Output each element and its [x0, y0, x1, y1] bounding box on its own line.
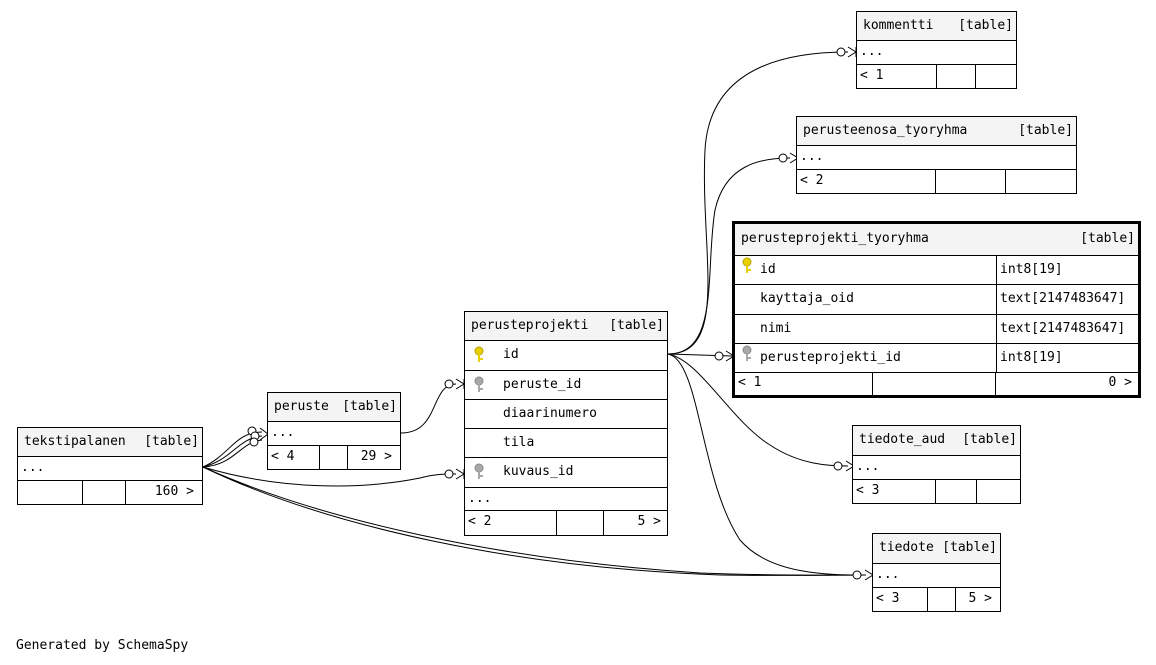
footer-right: 0 > [1108, 375, 1132, 390]
table-row: ... [800, 149, 824, 164]
table-name: tiedote [879, 540, 934, 555]
table-name: perusteprojekti [471, 318, 589, 333]
column-name: id [503, 347, 519, 362]
crows-foot [455, 468, 465, 480]
edge-kommentti [667, 51, 849, 355]
edge-end-circle [714, 351, 724, 361]
table-perusteenosa-tyoryhma[interactable]: perusteenosa_tyoryhma [table] ... < 2 [796, 116, 1077, 194]
column-type: text[2147483647] [1000, 291, 1126, 306]
foreign-key-icon [473, 375, 485, 404]
footer-left: < 3 [876, 591, 900, 606]
column-type: int8[19] [1000, 350, 1063, 365]
edge-end-circle [249, 437, 259, 447]
edge-end-circle [833, 461, 843, 471]
table-row: ... [271, 425, 295, 440]
table-type: [table] [1080, 231, 1135, 246]
table-type: [table] [1018, 123, 1073, 138]
edge-end-circle [778, 153, 788, 163]
column-name: perusteprojekti_id [760, 350, 901, 365]
footer-right: 160 > [154, 484, 194, 499]
column-name: kuvaus_id [503, 464, 574, 479]
edge-tiedote-aud [667, 353, 849, 467]
table-type: [table] [609, 318, 664, 333]
edge-end-circle [836, 47, 846, 57]
table-tekstipalanen[interactable]: tekstipalanen [table] ... 160 > [17, 427, 203, 505]
table-name: perusteprojekti_tyoryhma [741, 231, 929, 246]
table-row: ... [856, 459, 880, 474]
column-name: id [760, 262, 776, 277]
column-name: diaarinumero [503, 406, 597, 421]
footer-left: < 2 [468, 514, 492, 529]
column-name: peruste_id [503, 377, 582, 392]
table-name: kommentti [863, 18, 934, 33]
table-name: perusteenosa_tyoryhma [803, 123, 968, 138]
table-row: ... [21, 460, 45, 475]
primary-key-icon [741, 256, 753, 285]
column-name: ... [468, 491, 492, 506]
table-tiedote-aud[interactable]: tiedote_aud [table] ... < 3 [852, 425, 1021, 504]
column-name: nimi [760, 321, 792, 336]
footer-left: < 2 [800, 173, 824, 188]
edge-end-circle [444, 379, 454, 389]
table-kommentti[interactable]: kommentti [table] ... < 1 [856, 11, 1017, 89]
footer-right: 29 > [360, 449, 392, 464]
generated-by-text: Generated by SchemaSpy [16, 638, 189, 653]
table-type: [table] [958, 18, 1013, 33]
table-type: [table] [942, 540, 997, 555]
edge-end-circle [852, 570, 862, 580]
crows-foot [455, 378, 465, 390]
table-tiedote[interactable]: tiedote [table] ... < 3 5 > [872, 533, 1001, 612]
footer-left: < 1 [738, 375, 762, 390]
foreign-key-icon [741, 344, 753, 373]
column-name: tila [503, 435, 535, 450]
table-name: tiedote_aud [859, 432, 946, 447]
edge-tekstipalanen-kuvaus [202, 466, 457, 487]
edge-peruste-perusteprojekti [400, 383, 457, 434]
footer-right: 5 > [637, 514, 661, 529]
table-name: tekstipalanen [24, 434, 126, 449]
column-name: kayttaja_oid [760, 291, 854, 306]
column-type: int8[19] [1000, 262, 1063, 277]
footer-left: < 4 [271, 449, 295, 464]
column-type: text[2147483647] [1000, 321, 1126, 336]
table-perusteprojekti[interactable]: perusteprojekti [table] id peruste_id di… [464, 311, 668, 536]
table-perusteprojekti-tyoryhma[interactable]: perusteprojekti_tyoryhma [table] id int8… [732, 221, 1141, 398]
edge-tiedote [667, 353, 867, 576]
edge-tekstipalanen-tiedote-2 [202, 466, 867, 576]
table-row: ... [860, 44, 884, 59]
table-type: [table] [144, 434, 199, 449]
table-type: [table] [962, 432, 1017, 447]
table-row: ... [876, 567, 900, 582]
primary-key-icon [473, 345, 485, 374]
crows-foot [847, 46, 857, 58]
table-name: peruste [274, 399, 329, 414]
edge-end-circle [444, 469, 454, 479]
footer-left: < 3 [856, 483, 880, 498]
footer-left: < 1 [860, 68, 884, 83]
foreign-key-icon [473, 462, 485, 491]
table-type: [table] [342, 399, 397, 414]
edge-perusteenosa-tyoryhma [667, 157, 791, 355]
footer-right: 5 > [968, 591, 992, 606]
table-peruste[interactable]: peruste [table] ... < 4 29 > [267, 392, 401, 470]
